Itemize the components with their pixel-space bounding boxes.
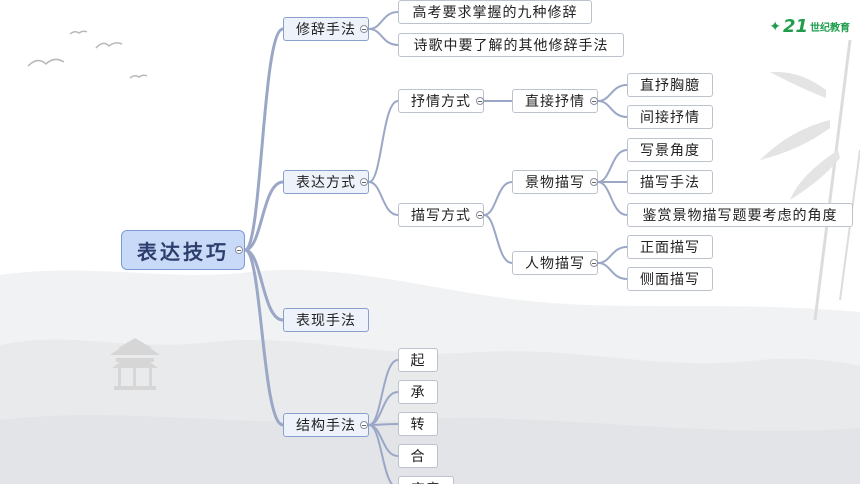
character-item[interactable]: 正面描写 xyxy=(627,235,713,259)
character-item-label: 侧面描写 xyxy=(640,272,700,288)
direct-lyric[interactable]: 直接抒情 xyxy=(512,89,598,113)
structure-item[interactable]: 转 xyxy=(398,412,438,436)
lyric-method-label: 抒情方式 xyxy=(411,94,471,110)
connector-line xyxy=(368,391,399,426)
rhetoric-item-label: 诗歌中要了解的其他修辞手法 xyxy=(413,38,609,54)
scenery-description[interactable]: 景物描写 xyxy=(512,170,598,194)
description-method-label: 描写方式 xyxy=(411,208,471,224)
logo-text: 世纪教育 xyxy=(810,23,850,34)
connector-line xyxy=(597,181,628,216)
connector-line xyxy=(368,11,399,30)
root-node[interactable]: 表达技巧 xyxy=(121,230,245,270)
collapse-icon[interactable] xyxy=(235,246,243,254)
runner-icon: ✦ xyxy=(769,18,781,35)
branch-expression-label: 表达方式 xyxy=(296,175,356,191)
connector-line xyxy=(597,246,628,264)
connector-line xyxy=(368,28,399,46)
lyric-method[interactable]: 抒情方式 xyxy=(398,89,484,113)
direct-lyric-label: 直接抒情 xyxy=(525,94,585,110)
pavilion-icon xyxy=(110,338,160,390)
branch-expression[interactable]: 表达方式 xyxy=(283,170,369,194)
connector-line xyxy=(597,149,628,183)
branch-rhetoric-label: 修辞手法 xyxy=(296,22,356,38)
structure-item-label: 承 xyxy=(410,385,426,401)
structure-item-label: 卒章 xyxy=(411,479,441,484)
structure-item-label: 转 xyxy=(410,417,426,433)
scenery-item[interactable]: 写景角度 xyxy=(627,138,713,162)
collapse-icon[interactable] xyxy=(360,178,368,186)
scenery-item[interactable]: 鉴赏景物描写题要考虑的角度 xyxy=(627,203,853,227)
collapse-icon[interactable] xyxy=(360,25,368,33)
connector-line xyxy=(368,424,394,484)
connector-line xyxy=(244,180,284,252)
description-method[interactable]: 描写方式 xyxy=(398,203,484,227)
brand-logo: ✦ 21 世纪教育 xyxy=(769,16,850,37)
collapse-icon[interactable] xyxy=(476,97,484,105)
connector-line xyxy=(243,27,284,252)
branch-rhetoric[interactable]: 修辞手法 xyxy=(283,17,369,41)
connector-line xyxy=(244,248,284,322)
connector-line xyxy=(368,181,399,216)
scenery-item[interactable]: 描写手法 xyxy=(627,170,713,194)
connector-line xyxy=(483,181,513,216)
branch-technique-label: 表现手法 xyxy=(296,313,356,329)
collapse-icon[interactable] xyxy=(476,211,484,219)
direct-lyric-item[interactable]: 直抒胸臆 xyxy=(627,73,713,97)
bamboo-icon xyxy=(760,39,860,321)
scenery-item-label: 鉴赏景物描写题要考虑的角度 xyxy=(642,208,838,224)
logo-mark: 21 xyxy=(782,16,808,37)
structure-item[interactable]: 合 xyxy=(398,444,438,468)
connector-line xyxy=(597,100,628,118)
collapse-icon[interactable] xyxy=(590,259,598,267)
structure-item[interactable]: 承 xyxy=(398,380,438,404)
branch-structure[interactable]: 结构手法 xyxy=(283,413,369,437)
connector-line xyxy=(368,100,399,183)
connector-line xyxy=(597,84,628,102)
connector-line xyxy=(597,262,628,280)
connector-line xyxy=(483,214,513,264)
rhetoric-item[interactable]: 诗歌中要了解的其他修辞手法 xyxy=(398,33,624,57)
structure-item[interactable]: 卒章 xyxy=(398,476,454,484)
connector-line xyxy=(368,423,399,426)
collapse-icon[interactable] xyxy=(360,421,368,429)
collapse-icon[interactable] xyxy=(590,178,598,186)
structure-item-label: 合 xyxy=(410,449,426,465)
direct-lyric-item-label: 间接抒情 xyxy=(640,110,700,126)
collapse-icon[interactable] xyxy=(590,97,598,105)
direct-lyric-item-label: 直抒胸臆 xyxy=(640,78,700,94)
connector-line xyxy=(244,248,284,427)
scenery-item-label: 描写手法 xyxy=(640,175,700,191)
rhetoric-item-label: 高考要求掌握的九种修辞 xyxy=(412,5,578,21)
branch-technique[interactable]: 表现手法 xyxy=(283,308,369,332)
connector-line xyxy=(368,424,399,457)
structure-item[interactable]: 起 xyxy=(398,348,438,372)
birds-icon xyxy=(27,30,148,79)
root-label: 表达技巧 xyxy=(137,239,229,264)
scenery-item-label: 写景角度 xyxy=(640,143,700,159)
character-item-label: 正面描写 xyxy=(640,240,700,256)
character-item[interactable]: 侧面描写 xyxy=(627,267,713,291)
structure-item-label: 起 xyxy=(410,353,426,369)
character-description[interactable]: 人物描写 xyxy=(512,251,598,275)
scenery-description-label: 景物描写 xyxy=(525,175,585,191)
character-description-label: 人物描写 xyxy=(525,256,585,272)
direct-lyric-item[interactable]: 间接抒情 xyxy=(627,105,713,129)
branch-structure-label: 结构手法 xyxy=(296,418,356,434)
rhetoric-item[interactable]: 高考要求掌握的九种修辞 xyxy=(398,0,592,24)
